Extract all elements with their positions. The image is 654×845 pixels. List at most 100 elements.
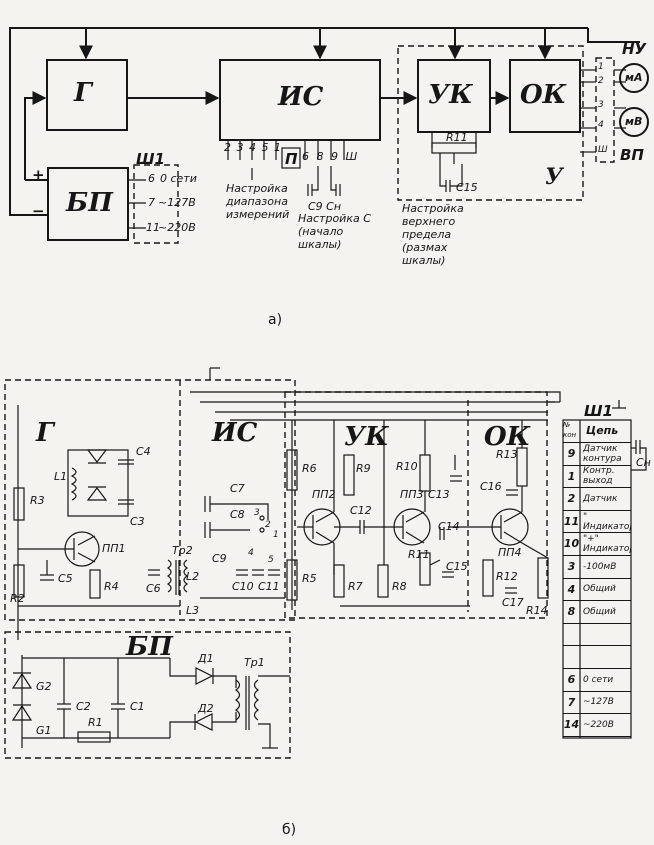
table-cell-circuit: Общий xyxy=(583,606,616,617)
c15-label-top: С15 xyxy=(456,181,478,194)
ok-pin-2: 2 xyxy=(598,76,604,86)
pp2-label: ПП2 xyxy=(312,488,336,501)
top-limit-label: Настройка верхнего предела (размах шкалы… xyxy=(402,202,464,267)
bp-terminal-label-220: ~220В xyxy=(158,221,196,234)
block-ok xyxy=(509,59,581,133)
table-cell-circuit: Контр. выход xyxy=(583,466,615,487)
table-row: 7~127В xyxy=(563,692,631,715)
table-header-circuit: Цепь xyxy=(586,424,619,437)
table-row: 4 Общий xyxy=(563,579,631,602)
r14-label: R14 xyxy=(526,604,548,617)
capacitor-pin-numbers: 6 8 9 Ш xyxy=(302,150,360,163)
bp-terminal-7: 7 xyxy=(148,196,155,209)
c16-label: С16 xyxy=(480,480,502,493)
l3-label: L3 xyxy=(186,604,200,617)
switch-p-label: П xyxy=(285,150,298,168)
table-row xyxy=(563,624,631,647)
g2-label: G2 xyxy=(36,680,52,693)
d1-label: Д1 xyxy=(198,652,214,665)
c9-label: С9 xyxy=(212,552,227,565)
tr2-label: Тр2 xyxy=(172,544,193,557)
table-cell-no: 9 xyxy=(567,447,576,460)
block-is-label: ИС xyxy=(278,82,324,112)
ok-pin-4: 4 xyxy=(598,120,604,130)
mv-meter-label: мВ xyxy=(625,115,643,128)
table-row: 10"+" Индикатор xyxy=(563,533,631,556)
table-cell-circuit: Общий xyxy=(583,584,616,595)
table-row: 9 Датчик контура xyxy=(563,443,631,466)
is-pin-5: 5 xyxy=(268,555,274,565)
table-cell-circuit xyxy=(580,624,631,646)
table-cell-no: 8 xyxy=(567,605,576,619)
block-bp-label: БП xyxy=(66,188,113,218)
is-pin-4: 4 xyxy=(248,548,254,558)
c4-label: С4 xyxy=(136,445,151,458)
c2-label: С2 xyxy=(76,700,91,713)
l2-label: L2 xyxy=(186,570,200,583)
r4-label: R4 xyxy=(104,580,119,593)
r7-label: R7 xyxy=(348,580,363,593)
table-cell-circuit: Датчик xyxy=(583,493,618,504)
ny-label: НУ xyxy=(622,40,647,58)
block-bp xyxy=(47,167,129,241)
section-bp-title: БП xyxy=(126,632,173,662)
is-pin-1: 1 xyxy=(273,530,279,540)
block-g-label: Г xyxy=(74,78,92,108)
block-diagram-a xyxy=(9,27,649,244)
pp4-label: ПП4 xyxy=(498,546,522,559)
connector-sh1-label: Ш1 xyxy=(136,150,165,168)
ok-pin-sh: Ш xyxy=(598,145,608,155)
ok-pin-1: 1 xyxy=(598,62,604,72)
c3-label: С3 xyxy=(130,515,145,528)
schematic-b xyxy=(4,367,647,759)
c1-label: С1 xyxy=(130,700,145,713)
r13-label: R13 xyxy=(496,448,518,461)
section-ok-title: ОК xyxy=(484,422,531,452)
table-row: 8 Общий xyxy=(563,601,631,624)
c6-label: С6 xyxy=(146,582,161,595)
table-cell-circuit: -100мВ xyxy=(583,561,617,572)
l1-label: L1 xyxy=(54,470,68,483)
table-cell-no xyxy=(563,624,580,646)
is-pin-2: 2 xyxy=(265,520,271,530)
r1-label: R1 xyxy=(88,716,103,729)
caption-b: б) xyxy=(282,822,297,838)
r2-label: R2 xyxy=(10,592,25,605)
c8-label: С8 xyxy=(230,508,245,521)
table-cell-circuit: ~220В xyxy=(583,719,614,730)
table-row: 3-100мВ xyxy=(563,556,631,579)
cn-label: Сн xyxy=(636,456,651,469)
start-adjust-label: Настройка С (начало шкалы) xyxy=(298,212,371,251)
table-cell-no: 10 xyxy=(563,537,580,551)
block-g xyxy=(46,59,128,131)
c5-label: С5 xyxy=(58,572,73,585)
bp-terminal-6: 6 xyxy=(148,172,155,185)
table-cell-circuit: 0 сети xyxy=(583,674,614,685)
r12-label: R12 xyxy=(496,570,518,583)
table-cell-circuit: Датчик контура xyxy=(583,443,622,464)
r3-label: R3 xyxy=(30,494,45,507)
c17-label: С17 xyxy=(502,596,524,609)
section-uk-title: УК xyxy=(344,422,389,452)
block-is xyxy=(219,59,381,141)
pp3-label: ПП3 xyxy=(400,488,424,501)
table-cell-circuit xyxy=(580,646,631,668)
table-cell-no xyxy=(563,646,580,668)
d2-label: Д2 xyxy=(198,702,214,715)
table-cell-no: 4 xyxy=(567,582,576,596)
tr1-label: Тр1 xyxy=(244,656,265,669)
c14-label: С14 xyxy=(438,520,460,533)
bp-terminal-label-0: 0 сети xyxy=(160,172,197,185)
range-numbers: 2 3 4 5 1 xyxy=(224,141,282,154)
ma-meter-label: мА xyxy=(625,71,643,84)
block-uk xyxy=(417,59,491,133)
pp1-label: ПП1 xyxy=(102,542,126,555)
ok-pin-3: 3 xyxy=(598,100,604,110)
section-is-title: ИС xyxy=(212,418,258,448)
table-row xyxy=(563,646,631,669)
